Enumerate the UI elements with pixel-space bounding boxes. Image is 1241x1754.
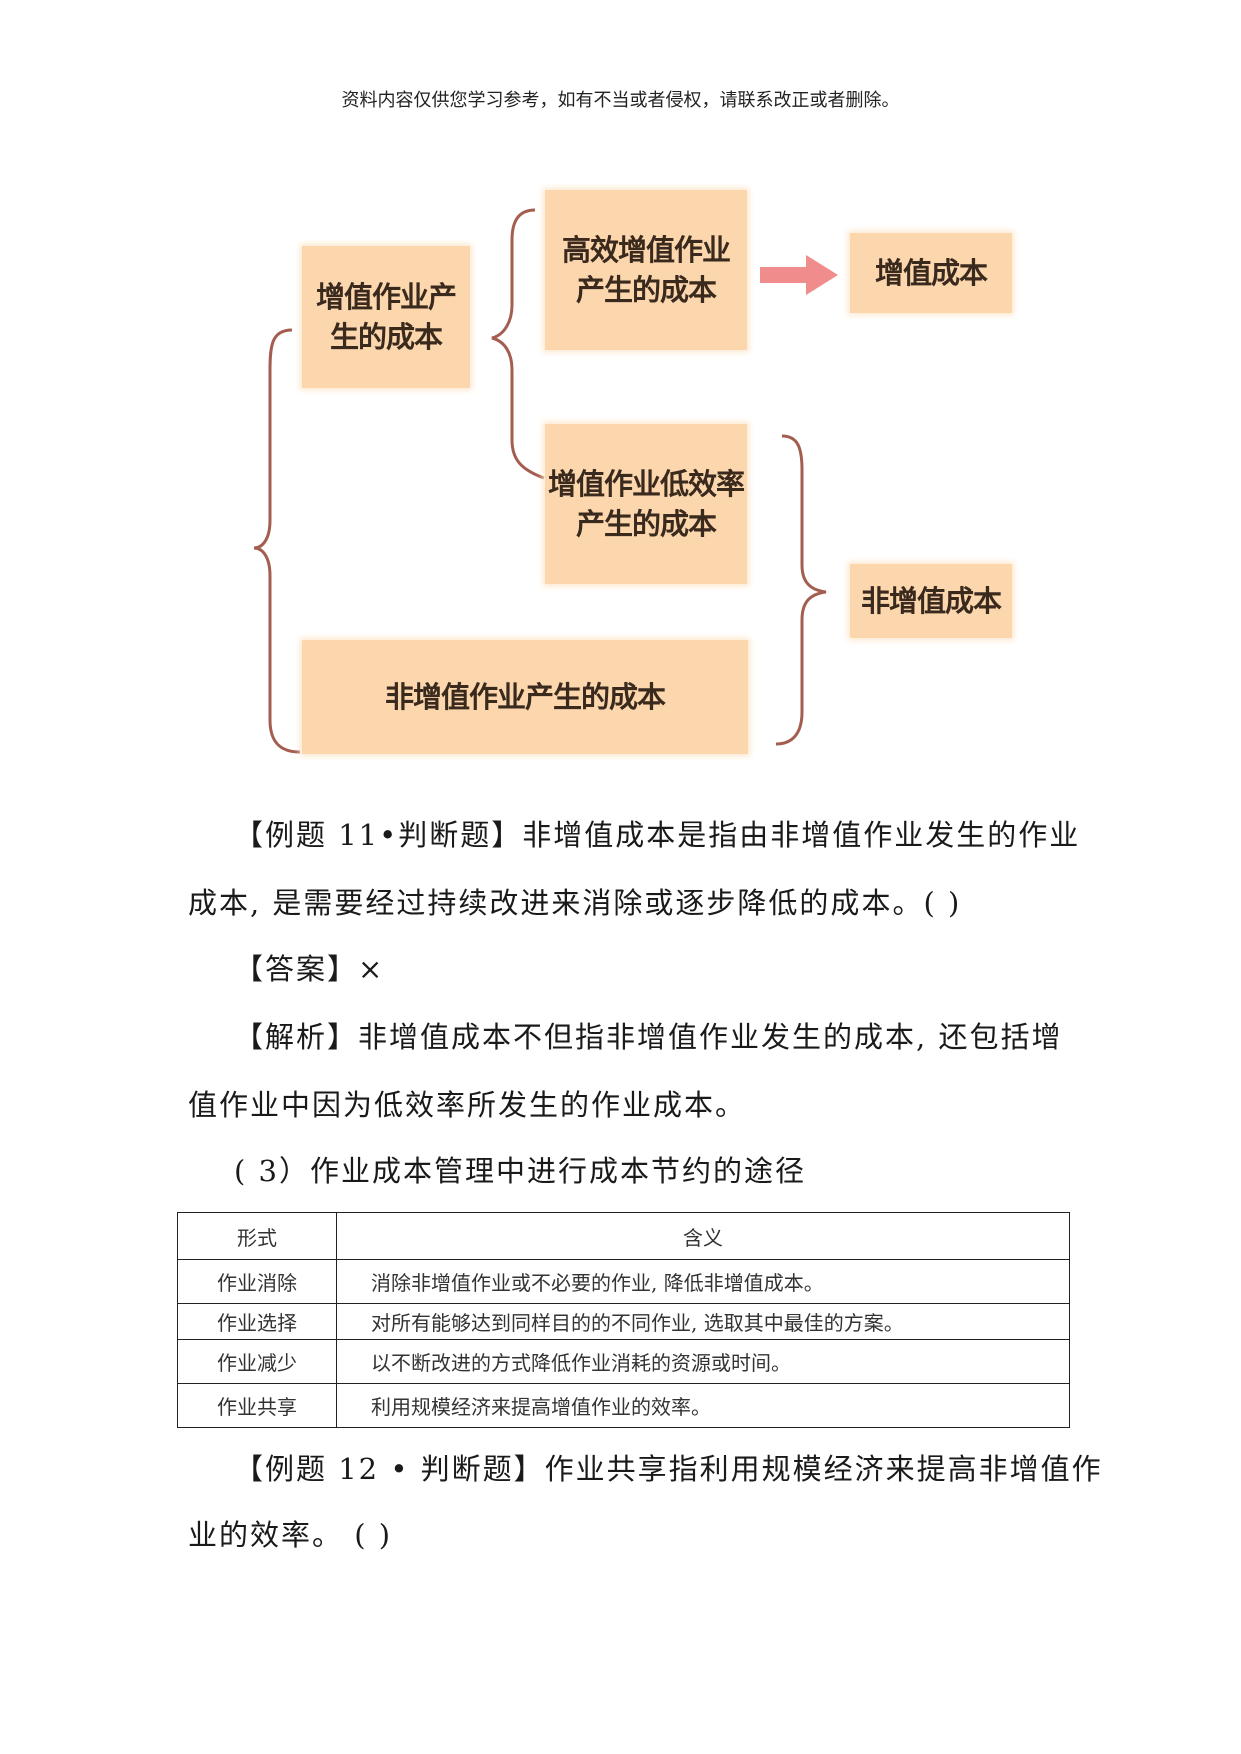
middle-brace: [491, 208, 545, 480]
table-cell: 作业选择: [177, 1303, 337, 1340]
table-cell: 以不断改进的方式降低作业消耗的资源或时间。: [336, 1339, 1070, 1384]
table-cell: 作业共享: [177, 1383, 337, 1428]
box-value-added-activity-cost: 增值作业产生的成本: [302, 246, 470, 388]
table-cell: 利用规模经济来提高增值作业的效率。: [336, 1383, 1070, 1428]
table-row: 作业共享 利用规模经济来提高增值作业的效率。: [177, 1383, 1070, 1428]
answer: 【答案】×: [234, 952, 385, 986]
box-value-added-cost: 增值成本: [850, 233, 1012, 313]
table-row: 作业减少 以不断改进的方式降低作业消耗的资源或时间。: [177, 1339, 1070, 1384]
example11-line1: 【例题 11•判断题】非增值成本是指由非增值作业发生的作业: [234, 818, 1081, 852]
table-row: 作业消除 消除非增值作业或不必要的作业, 降低非增值成本。: [177, 1259, 1070, 1304]
box-non-value-added-cost: 非增值成本: [850, 564, 1012, 638]
example12-line2: 业的效率。 ( ): [188, 1518, 393, 1552]
analysis-line2: 值作业中因为低效率所发生的作业成本。: [188, 1088, 747, 1122]
cost-classification-diagram: 增值作业产生的成本 高效增值作业产生的成本 增值作业低效率产生的成本 非增值作业…: [0, 0, 1241, 780]
cost-saving-table: 形式 含义 作业消除 消除非增值作业或不必要的作业, 降低非增值成本。 作业选择…: [177, 1212, 1070, 1428]
table-cell: 消除非增值作业或不必要的作业, 降低非增值成本。: [336, 1259, 1070, 1304]
example11-line2: 成本, 是需要经过持续改进来消除或逐步降低的成本。( ): [188, 886, 962, 920]
table-cell: 作业减少: [177, 1339, 337, 1384]
analysis-line1: 【解析】非增值成本不但指非增值作业发生的成本, 还包括增: [234, 1020, 1063, 1054]
table-cell: 作业消除: [177, 1259, 337, 1304]
box-efficient-value-added-cost: 高效增值作业产生的成本: [545, 190, 747, 350]
table-header-row: 形式 含义: [177, 1212, 1070, 1260]
diagram-connectors: [253, 208, 838, 754]
example12-line1: 【例题 12 • 判断题】作业共享指利用规模经济来提高非增值作: [234, 1452, 1103, 1486]
arrow-icon: [760, 255, 838, 295]
right-brace: [775, 434, 827, 746]
table-row: 作业选择 对所有能够达到同样目的的不同作业, 选取其中最佳的方案。: [177, 1303, 1070, 1340]
box-inefficient-value-added-cost: 增值作业低效率产生的成本: [545, 424, 747, 584]
left-brace: [253, 328, 301, 754]
section-title: ( 3）作业成本管理中进行成本节约的途径: [234, 1154, 806, 1188]
table-header: 形式: [177, 1212, 337, 1260]
box-non-value-added-activity-cost: 非增值作业产生的成本: [302, 640, 748, 754]
table-cell: 对所有能够达到同样目的的不同作业, 选取其中最佳的方案。: [336, 1303, 1070, 1340]
page-header: 资料内容仅供您学习参考，如有不当或者侵权，请联系改正或者删除。: [341, 90, 900, 111]
table-header: 含义: [336, 1212, 1070, 1260]
